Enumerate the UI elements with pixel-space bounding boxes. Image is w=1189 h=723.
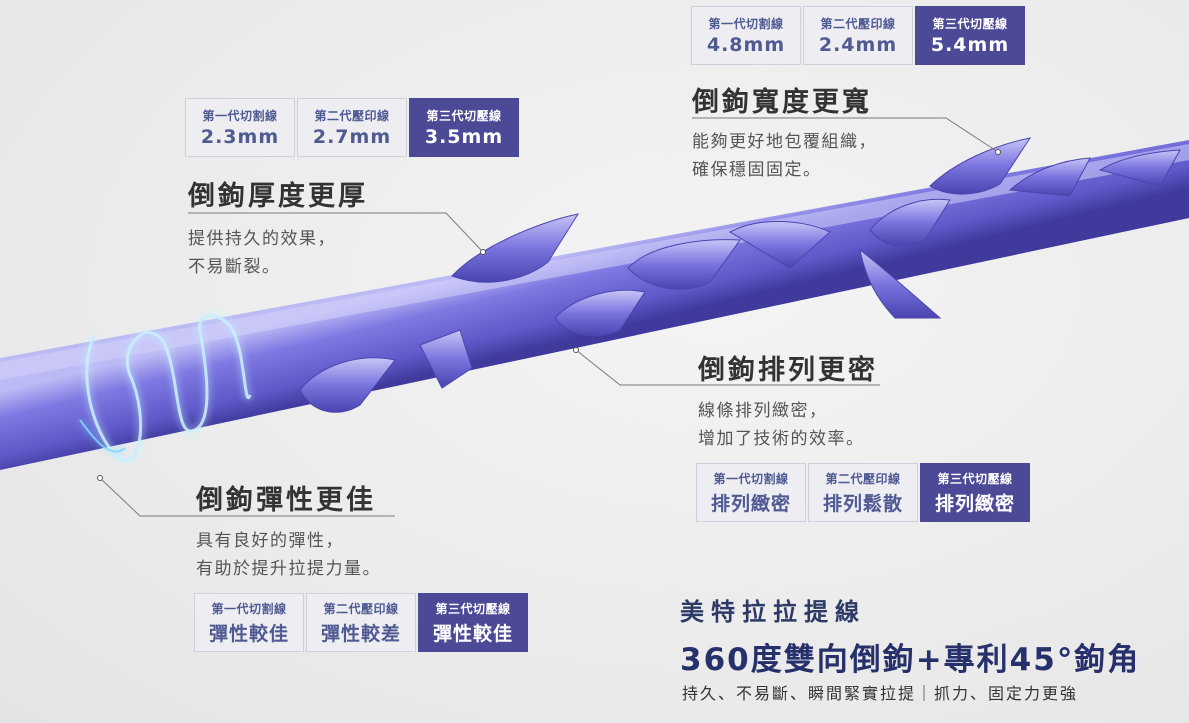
comparison-label: 第二代壓印線: [825, 471, 901, 486]
comparison-box-gen1: 第一代切割線 4.8mm: [691, 6, 801, 65]
comparison-value: 3.5mm: [424, 126, 504, 148]
comparison-value: 2.3mm: [200, 126, 280, 148]
comparison-box-gen3: 第三代切壓線 3.5mm: [409, 98, 519, 157]
comparison-label: 第二代壓印線: [820, 17, 896, 31]
barb: [1008, 157, 1091, 197]
callout-body-density: 線條排列緻密， 增加了技術的效率。: [698, 397, 865, 453]
barb: [554, 289, 646, 337]
comparison-elasticity: 第一代切割線 彈性較佳 第二代壓印線 彈性較差 第三代切壓線 彈性較佳: [194, 593, 528, 652]
comparison-box-gen3: 第三代切壓線 彈性較佳: [418, 593, 528, 652]
product-headline: 360度雙向倒鉤+專利45°鉤角: [680, 642, 1141, 678]
callout-title-density: 倒鉤排列更密: [698, 355, 878, 386]
barb: [869, 198, 951, 247]
barb: [1098, 149, 1181, 187]
body-line: 有助於提升拉提力量。: [196, 559, 381, 579]
comparison-value: 彈性較佳: [208, 622, 289, 645]
comparison-value: 2.7mm: [312, 126, 392, 148]
body-line: 增加了技術的效率。: [698, 429, 865, 449]
comparison-label: 第二代壓印線: [314, 109, 390, 123]
comparison-box-gen2: 第二代壓印線 排列鬆散: [808, 463, 918, 522]
comparison-box-gen1: 第一代切割線 2.3mm: [185, 98, 295, 157]
body-line: 線條排列緻密，: [698, 401, 828, 421]
product-name: 美特拉拉提線: [680, 597, 866, 626]
thread-barbs: [299, 137, 1181, 413]
comparison-box-gen3: 第三代切壓線 排列緻密: [920, 463, 1030, 522]
barb: [728, 220, 831, 269]
comparison-thickness: 第一代切割線 2.3mm 第二代壓印線 2.7mm 第三代切壓線 3.5mm: [185, 98, 519, 157]
body-line: 提供持久的效果，: [188, 229, 336, 249]
comparison-value: 彈性較差: [320, 622, 401, 645]
comparison-box-gen2: 第二代壓印線 2.4mm: [803, 6, 913, 65]
comparison-label: 第三代切壓線: [932, 17, 1008, 31]
comparison-label: 第三代切壓線: [426, 109, 502, 123]
comparison-label: 第一代切割線: [713, 471, 789, 486]
product-subline: 持久、不易斷、瞬間緊實拉提｜抓力、固定力更強: [682, 684, 1079, 703]
comparison-value: 彈性較佳: [432, 622, 513, 645]
barb: [929, 137, 1032, 195]
comparison-value: 排列鬆散: [822, 492, 903, 515]
comparison-width: 第一代切割線 4.8mm 第二代壓印線 2.4mm 第三代切壓線 5.4mm: [691, 6, 1025, 65]
elasticity-coil: [79, 314, 252, 463]
callout-body-width: 能夠更好地包覆組織， 確保穩固固定。: [692, 128, 877, 184]
body-line: 能夠更好地包覆組織，: [692, 132, 877, 152]
comparison-value: 排列緻密: [710, 492, 791, 515]
barb: [299, 357, 396, 413]
comparison-label: 第一代切割線: [202, 109, 278, 123]
body-line: 不易斷裂。: [188, 257, 281, 277]
comparison-value: 排列緻密: [934, 492, 1015, 515]
barb: [859, 248, 942, 319]
body-line: 具有良好的彈性，: [196, 531, 344, 551]
leader-line-elasticity: [99, 477, 395, 517]
callout-body-elasticity: 具有良好的彈性， 有助於提升拉提力量。: [196, 527, 381, 583]
leader-line-width: [692, 117, 999, 153]
comparison-box-gen2: 第二代壓印線 2.7mm: [297, 98, 407, 157]
comparison-density: 第一代切割線 排列緻密 第二代壓印線 排列鬆散 第三代切壓線 排列緻密: [696, 463, 1030, 522]
comparison-label: 第三代切壓線: [937, 471, 1013, 486]
comparison-label: 第一代切割線: [211, 601, 287, 616]
comparison-value: 2.4mm: [818, 34, 898, 56]
comparison-label: 第三代切壓線: [435, 601, 511, 616]
comparison-value: 4.8mm: [706, 34, 786, 56]
comparison-value: 5.4mm: [930, 34, 1010, 56]
comparison-box-gen1: 第一代切割線 排列緻密: [696, 463, 806, 522]
barb: [419, 329, 473, 389]
comparison-box-gen3: 第三代切壓線 5.4mm: [915, 6, 1025, 65]
leader-lines: [99, 117, 999, 517]
callout-title-elasticity: 倒鉤彈性更佳: [196, 485, 376, 516]
barb: [627, 239, 741, 290]
callout-title-width: 倒鉤寬度更寬: [692, 87, 872, 118]
callout-body-thickness: 提供持久的效果， 不易斷裂。: [188, 225, 336, 281]
callout-title-thickness: 倒鉤厚度更厚: [188, 181, 368, 212]
comparison-label: 第二代壓印線: [323, 601, 399, 616]
leader-dots: [97, 149, 1001, 481]
body-line: 確保穩固固定。: [692, 160, 822, 180]
leader-line-density: [575, 349, 880, 386]
comparison-label: 第一代切割線: [708, 17, 784, 31]
leader-line-thickness: [188, 212, 484, 253]
comparison-box-gen1: 第一代切割線 彈性較佳: [194, 593, 304, 652]
comparison-box-gen2: 第二代壓印線 彈性較差: [306, 593, 416, 652]
